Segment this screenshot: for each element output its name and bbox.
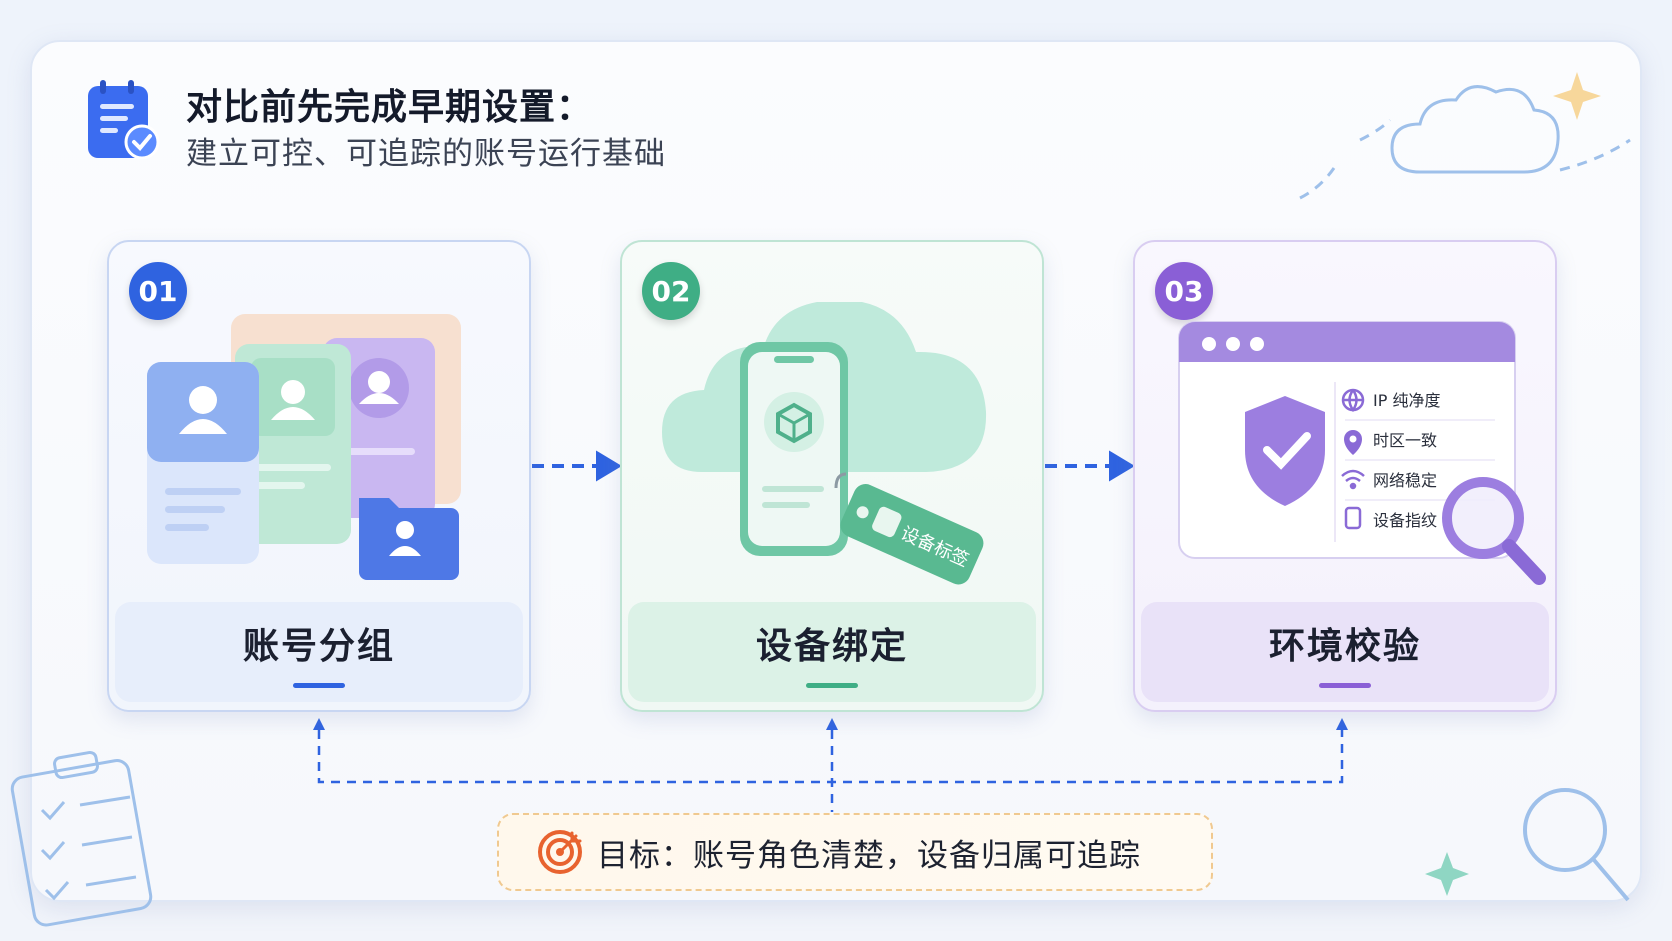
- goal-text: 目标：账号角色清楚，设备归属可追踪: [597, 837, 1141, 874]
- page-title: 对比前先完成早期设置：: [186, 87, 594, 128]
- step-label-bar: 设备绑定: [628, 602, 1036, 702]
- step-card-device-binding: 02 设备标签 设备绑定: [620, 240, 1044, 712]
- step-card-environment-check: 03 IP 纯净度 时区一致 网络稳定 设备指纹: [1133, 240, 1557, 712]
- step-number-badge: 02: [642, 262, 700, 320]
- check-item-timezone: 时区一致: [1373, 431, 1437, 450]
- step-card-account-grouping: 01 账号分组: [107, 240, 531, 712]
- globe-icon: [1341, 388, 1365, 413]
- target-icon: [538, 830, 582, 874]
- account-cards-icon: [147, 314, 461, 580]
- wifi-icon: [1341, 469, 1365, 490]
- label-underline: [1319, 682, 1371, 688]
- check-item-network: 网络稳定: [1373, 471, 1437, 490]
- magnifier-icon: [1442, 477, 1546, 585]
- check-item-fingerprint: 设备指纹: [1373, 511, 1437, 530]
- label-underline: [806, 682, 858, 688]
- device-icon: [1344, 506, 1362, 530]
- step-label: 环境校验: [1268, 625, 1421, 667]
- page-subtitle: 建立可控、可追踪的账号运行基础: [186, 136, 666, 172]
- phone-cloud-icon: 设备标签: [662, 302, 987, 585]
- step-number-badge: 03: [1155, 262, 1213, 320]
- step-label: 设备绑定: [755, 625, 908, 667]
- checklist-icon: [88, 80, 160, 160]
- step-label: 账号分组: [242, 625, 395, 667]
- location-pin-icon: [1344, 430, 1362, 455]
- goal-box: 目标：账号角色清楚，设备归属可追踪: [497, 813, 1213, 891]
- step-label-bar: 账号分组: [115, 602, 523, 702]
- check-item-ip: IP 纯净度: [1373, 391, 1440, 410]
- browser-check-icon: IP 纯净度 时区一致 网络稳定 设备指纹: [1178, 321, 1546, 585]
- step-number-badge: 01: [129, 262, 187, 320]
- step-label-bar: 环境校验: [1141, 602, 1549, 702]
- label-underline: [293, 682, 345, 688]
